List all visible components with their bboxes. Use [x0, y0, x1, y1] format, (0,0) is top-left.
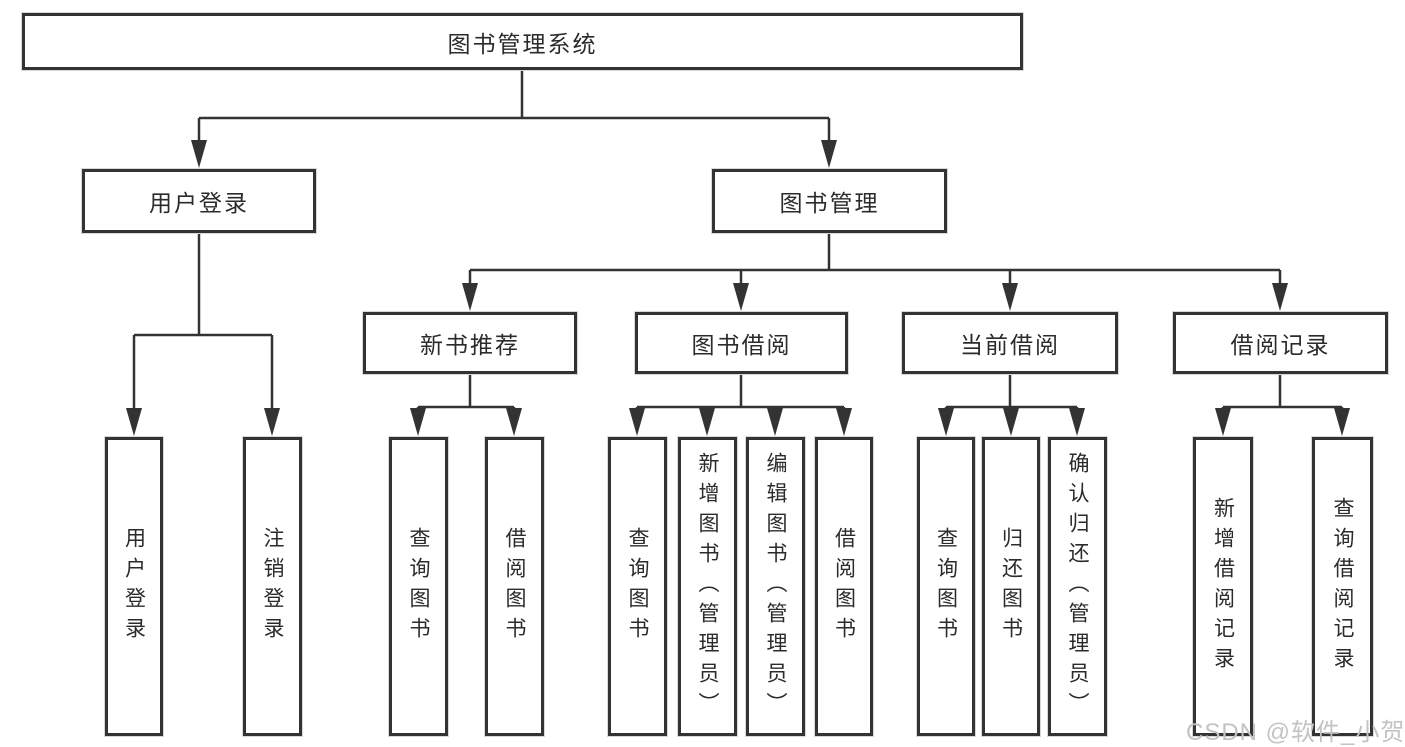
leaf-logout-label: 注销登录	[261, 526, 284, 647]
node-book-management: 图书管理	[712, 169, 947, 233]
leaf-edit-books-admin-label: 编辑图书（管理员）	[764, 451, 787, 722]
node-book-borrow: 图书借阅	[635, 312, 848, 374]
leaf-borrow-books-1: 借阅图书	[485, 437, 544, 736]
node-root-system: 图书管理系统	[22, 13, 1023, 70]
leaf-add-books-admin-label: 新增图书（管理员）	[696, 451, 719, 722]
node-current-borrow-label: 当前借阅	[960, 332, 1060, 358]
leaf-return-books-label: 归还图书	[999, 526, 1023, 647]
leaf-borrow-books-1-label: 借阅图书	[503, 526, 526, 647]
leaf-add-books-admin: 新增图书（管理员）	[678, 437, 737, 736]
node-user-login-label: 用户登录	[149, 190, 249, 216]
leaf-confirm-return-admin: 确认归还（管理员）	[1048, 437, 1107, 736]
leaf-query-books-1: 查询图书	[389, 437, 448, 736]
leaf-confirm-return-admin-label: 确认归还（管理员）	[1066, 451, 1089, 722]
leaf-edit-books-admin: 编辑图书（管理员）	[746, 437, 805, 736]
leaf-query-books-3-label: 查询图书	[934, 526, 958, 647]
node-new-book-recommend-label: 新书推荐	[420, 332, 520, 358]
leaf-add-borrow-record-label: 新增借阅记录	[1211, 496, 1235, 677]
node-current-borrow: 当前借阅	[902, 312, 1118, 374]
node-book-management-label: 图书管理	[779, 190, 880, 216]
leaf-query-books-2: 查询图书	[608, 437, 667, 736]
node-borrow-records: 借阅记录	[1173, 312, 1388, 374]
leaf-borrow-books-2-label: 借阅图书	[832, 526, 856, 647]
leaf-query-books-3: 查询图书	[917, 437, 975, 736]
node-new-book-recommend: 新书推荐	[363, 312, 577, 374]
leaf-user-login-label: 用户登录	[122, 526, 146, 647]
csdn-watermark: CSDN @软件_小贺同学	[1186, 719, 1405, 746]
leaf-query-borrow-record-label: 查询借阅记录	[1331, 496, 1354, 677]
leaf-query-books-1-label: 查询图书	[407, 526, 430, 647]
leaf-logout: 注销登录	[243, 437, 302, 736]
leaf-user-login: 用户登录	[105, 437, 163, 736]
arrowhead-icons	[126, 140, 1350, 436]
leaf-borrow-books-2: 借阅图书	[815, 437, 873, 736]
leaf-add-borrow-record: 新增借阅记录	[1193, 437, 1253, 736]
leaf-query-borrow-record: 查询借阅记录	[1312, 437, 1373, 736]
tree-edges	[132, 70, 1344, 418]
leaf-return-books: 归还图书	[982, 437, 1040, 736]
node-user-login: 用户登录	[82, 169, 316, 233]
node-root-label: 图书管理系统	[447, 30, 598, 57]
node-book-borrow-label: 图书借阅	[691, 332, 792, 358]
node-borrow-records-label: 借阅记录	[1230, 332, 1331, 358]
leaf-query-books-2-label: 查询图书	[626, 526, 649, 647]
